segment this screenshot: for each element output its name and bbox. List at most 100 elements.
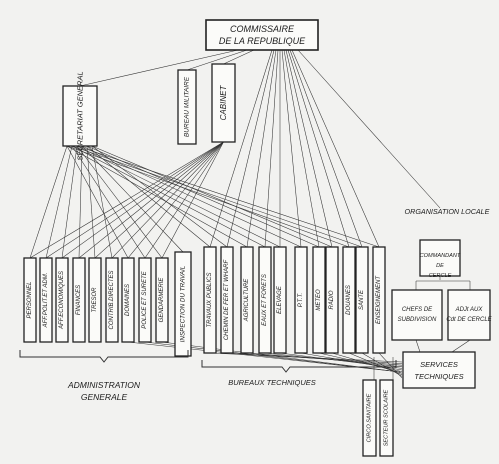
cabinet-box-frame (211, 63, 236, 143)
tech-box-label: AGRICULTURE (244, 278, 250, 323)
connector-line (71, 145, 266, 248)
tech-box: CHEMIN DE FER ET WHARF (220, 246, 234, 354)
connector-line (45, 145, 73, 259)
connector-line (361, 352, 403, 377)
tech-box-frame (273, 246, 287, 354)
tech-box-label: SANTE (359, 289, 365, 310)
connector-line (246, 49, 277, 248)
connector-line (285, 49, 333, 248)
connector-line (291, 49, 380, 248)
connector-line (186, 49, 248, 71)
tech-box-label: TRAVAUX PUBLICS (207, 272, 213, 327)
inspection-box-frame (174, 251, 192, 357)
connector-line (86, 145, 211, 248)
admin-box-frame (23, 257, 37, 343)
secteur-scolaire-box: SECTEUR SCOLAIRE (379, 379, 394, 457)
tech-box-frame (203, 246, 217, 354)
connector-line (297, 49, 441, 209)
connector-line (78, 145, 83, 259)
connector-line (289, 49, 363, 248)
connector-line (94, 141, 224, 259)
tech-box-frame (258, 246, 272, 354)
commandant-label-line-1: COMMANDANT (420, 253, 461, 259)
tech-box: RADIO (325, 246, 339, 354)
bureau-militaire-box-frame (177, 69, 197, 145)
connector-line (91, 145, 113, 259)
chefs-subdivision-label-line-1: CHEFS DE (402, 307, 433, 313)
connector-line (78, 141, 224, 259)
tech-box-label: EAUX ET FORETS (262, 274, 268, 326)
services-techniques-label-line-1: SERVICES (420, 360, 458, 369)
tech-box: TRAVAUX PUBLICS (203, 246, 217, 354)
commissaire-label-line-1: COMMISSAIRE (230, 24, 295, 34)
admin-box-frame (121, 257, 135, 343)
admin-box-label: GENDARMERIE (159, 277, 165, 323)
connector-line (91, 145, 333, 248)
admin-brace (19, 350, 189, 363)
administration-generale-text-line-2: GENERALE (81, 392, 128, 402)
tech-box-frame (325, 246, 339, 354)
admin-box: POLICE ET SURETE (138, 257, 152, 343)
connector-line (76, 145, 163, 259)
connector-line (91, 145, 228, 248)
admin-box: AFF.POLIT.ET ADM. (39, 257, 53, 343)
connector-line (66, 145, 350, 248)
admin-box-frame (72, 257, 86, 343)
circo-sanitaire-box: CIRCO.SANITAIRE (362, 379, 377, 457)
adjoint-label-line-1: ADJt AUX (455, 307, 484, 313)
tech-box-frame (372, 246, 386, 354)
connector-line (127, 141, 224, 259)
connector-line (111, 141, 224, 259)
commandant-box-frame (419, 239, 461, 277)
org-boxes: COMMISSAIRE DE LA REPUBLIQUE SECRETARIAT G… (19, 19, 493, 457)
commandant-label-line-3: CERCLE (429, 273, 452, 279)
tech-box: EAUX ET FORETS (258, 246, 272, 354)
inspection-label: INSPECTION DU TRAVAIL (180, 265, 187, 342)
secretariat-label: SECRETARIAT GENERAL (76, 71, 85, 160)
admin-box: FINANCES (72, 257, 86, 343)
tech-box-label: RADIO (329, 290, 335, 309)
connector-line (161, 141, 224, 259)
bureau-militaire-box: BUREAU MILITAIRE (177, 69, 197, 145)
connector-line (66, 145, 129, 259)
circo-sanitaire-box-frame (362, 379, 377, 457)
admin-box-frame (155, 257, 169, 343)
connector-line (81, 145, 302, 248)
admin-box-label: CONTRIB.DIRECTES (109, 270, 115, 329)
admin-box: DOMAINES (121, 257, 135, 343)
connector-line (29, 141, 224, 259)
tech-box-label: P.T.T. (298, 293, 304, 308)
connector-line (144, 141, 224, 259)
admin-box-frame (88, 257, 102, 343)
admin-box: AFF.ECONOMIQUES (55, 257, 69, 343)
cabinet-label: CABINET (219, 85, 228, 121)
tech-box-frame (294, 246, 308, 354)
connector-line (81, 145, 184, 253)
admin-box-frame (39, 257, 53, 343)
tech-box-frame (342, 246, 356, 354)
admin-box-label: AFF.POLIT.ET ADM. (43, 273, 49, 329)
connector-line (61, 145, 78, 259)
connector-line (226, 49, 275, 248)
circo-sanitaire-label: CIRCO.SANITAIRE (367, 393, 373, 442)
tech-box-label: DOUANES (346, 285, 352, 315)
secretariat-box-frame (62, 85, 98, 147)
tech-box: DOUANES (342, 246, 356, 354)
connector-line (71, 145, 146, 259)
connector-line (209, 49, 273, 248)
tech-brace (201, 360, 397, 373)
secteur-scolaire-label: SECTEUR SCOLAIRE (384, 389, 390, 446)
connector-line (61, 141, 224, 259)
cabinet-box: CABINET (211, 63, 236, 143)
connector-line (283, 49, 320, 248)
admin-box-frame (55, 257, 69, 343)
tech-box-frame (312, 246, 326, 354)
admin-box-label: FINANCES (76, 285, 82, 315)
commissaire-label-line-2: DE LA REPUBLIQUE (219, 36, 306, 46)
admin-box-label: TRESOR (92, 287, 98, 313)
secretariat-box: SECRETARIAT GENERAL (62, 71, 98, 161)
